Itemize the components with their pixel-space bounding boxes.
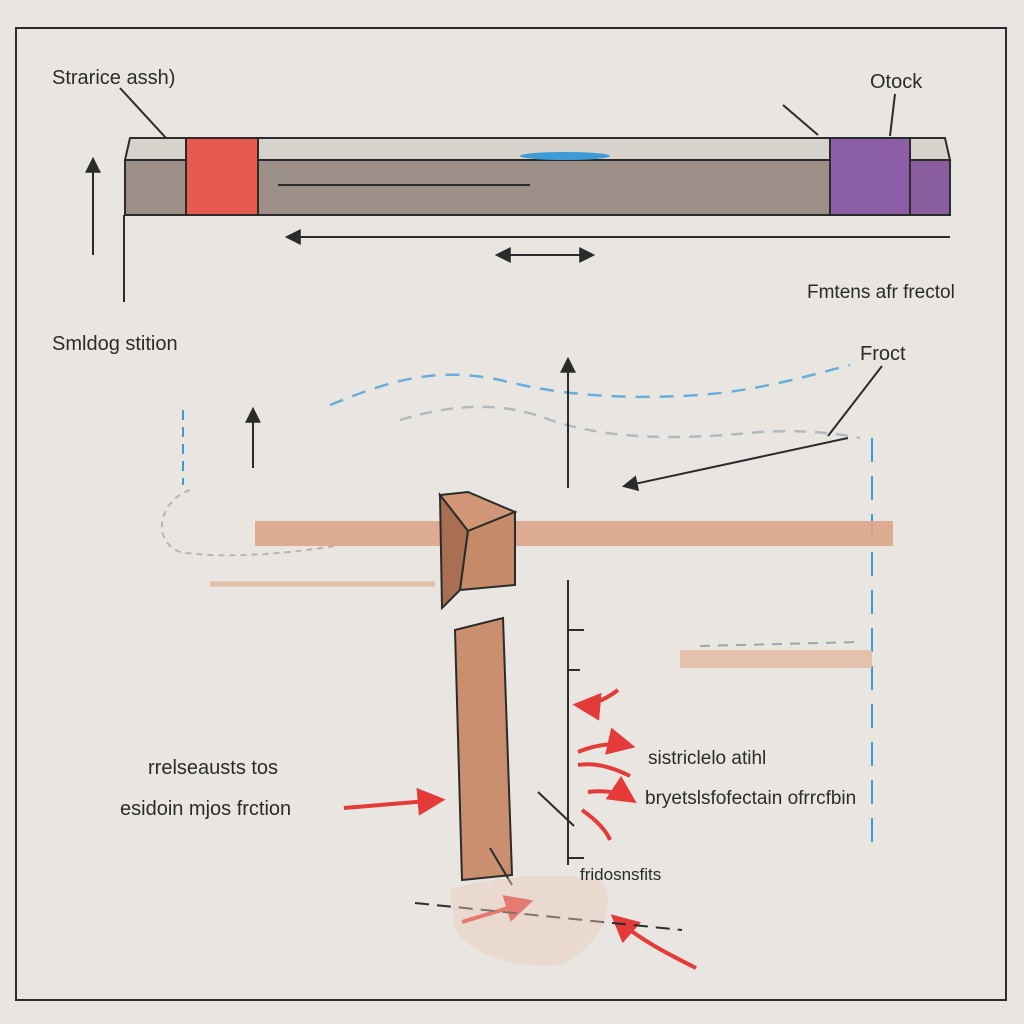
horizontal-plank bbox=[255, 521, 893, 546]
diagonal-line-1 bbox=[537, 791, 575, 827]
vertical-post bbox=[453, 616, 514, 882]
red-arrow-3 bbox=[577, 762, 631, 778]
label-lower-left-2: esidoin mjos frction bbox=[120, 798, 291, 820]
red-arrow-bottom-2 bbox=[610, 914, 697, 970]
label-top-right: Otock bbox=[870, 71, 923, 93]
leader-top-right-a bbox=[889, 93, 896, 137]
bar-front-face bbox=[124, 159, 951, 216]
top-bar bbox=[123, 137, 952, 216]
red-block bbox=[185, 137, 259, 216]
label-right-mid: Fmtens afr frectol bbox=[807, 282, 955, 303]
red-arrow-2 bbox=[577, 727, 636, 755]
sketch-scribble bbox=[161, 489, 341, 557]
red-arrow-4 bbox=[587, 775, 637, 804]
label-left-mid: Smldog stition bbox=[52, 333, 178, 355]
outer-frame bbox=[15, 27, 1007, 1001]
label-top-left: Strarice assh) bbox=[52, 67, 175, 89]
red-arrow-5 bbox=[580, 808, 612, 841]
right-smear bbox=[680, 650, 872, 668]
blue-dashed-wave-1 bbox=[329, 363, 851, 407]
bottom-smudge bbox=[450, 875, 608, 966]
ground-dashed-line bbox=[414, 902, 683, 931]
leader-top-left bbox=[119, 87, 167, 139]
red-arrow-1 bbox=[572, 688, 620, 721]
purple-block bbox=[829, 137, 911, 216]
friction-pointer-arrow bbox=[621, 437, 849, 492]
right-smear-dash bbox=[699, 641, 861, 647]
diagonal-line-2 bbox=[489, 847, 513, 886]
label-bottom: fridosnsfits bbox=[580, 865, 661, 884]
leader-friction-right bbox=[827, 365, 883, 437]
label-lower-right-2: bryetslsfofectain ofrrcfbin bbox=[645, 788, 856, 809]
purple-block-end bbox=[909, 159, 951, 216]
leader-top-right-b bbox=[782, 104, 819, 136]
label-friction-right: Froct bbox=[860, 343, 906, 365]
block-front-face bbox=[458, 510, 516, 592]
grey-dashed-wave bbox=[399, 405, 861, 440]
label-lower-left-1: rrelseausts tos bbox=[148, 757, 278, 779]
red-arrow-bottom-1 bbox=[461, 895, 534, 924]
label-lower-right-1: sistriclelo atihl bbox=[648, 748, 766, 769]
red-arrow-left bbox=[343, 787, 446, 816]
blue-highlight bbox=[520, 152, 610, 160]
wooden-block bbox=[438, 490, 518, 611]
